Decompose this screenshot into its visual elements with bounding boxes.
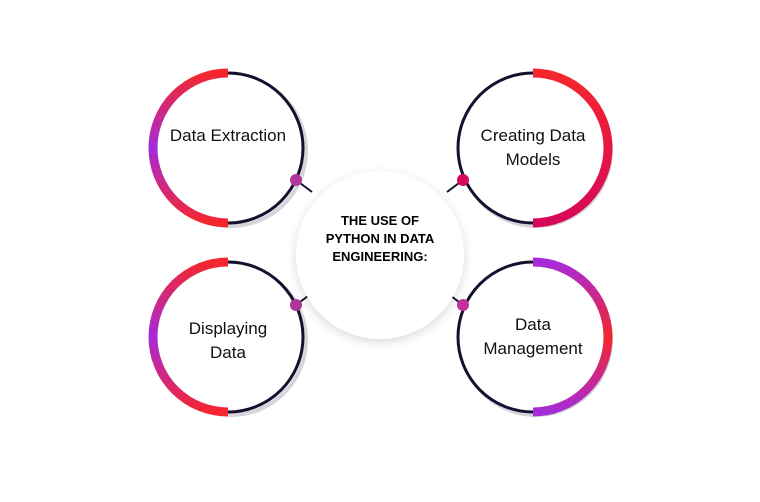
connector-dot: [457, 174, 469, 186]
center-circle: [296, 171, 464, 339]
node-label-data-management: Data Management: [483, 315, 583, 358]
node-ring-creating-data-models: [456, 68, 613, 228]
connector-dot: [290, 299, 302, 311]
node-ring-data-extraction: [148, 68, 308, 228]
connector-dot: [290, 174, 302, 186]
node-ring-data-management: [456, 257, 613, 417]
node-label-displaying-data: Displaying Data: [188, 319, 268, 362]
center-title: THE USE OF PYTHON IN DATA ENGINEERING:: [325, 213, 435, 264]
connector-dot: [457, 299, 469, 311]
node-ring-displaying-data: [148, 257, 308, 417]
node-label-creating-data-models: Creating Data Models: [480, 126, 586, 169]
node-label-data-extraction: Data Extraction: [169, 126, 287, 145]
